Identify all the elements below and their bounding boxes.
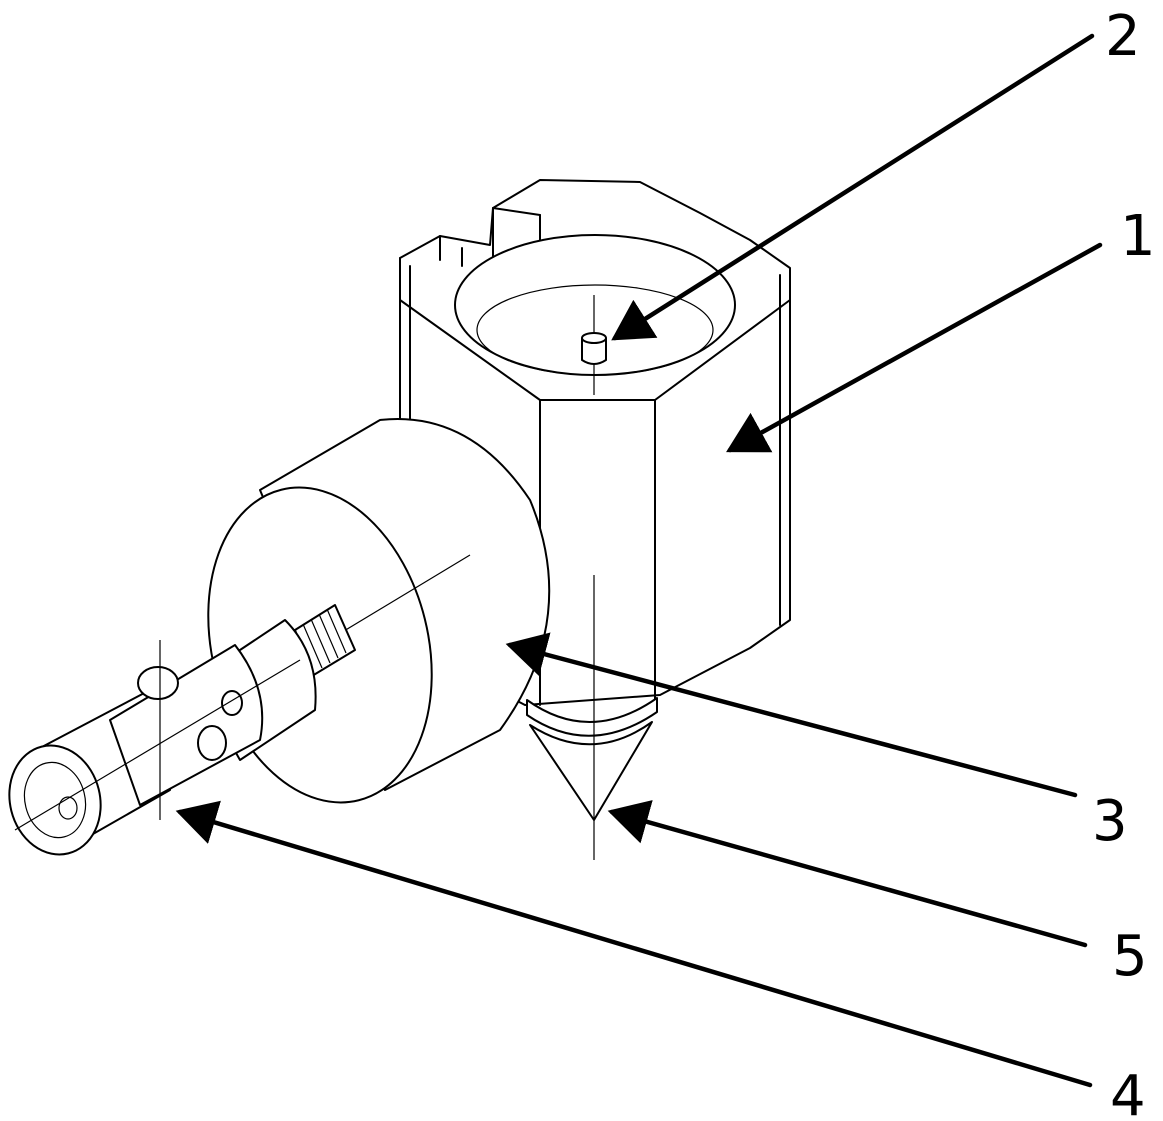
callout-5: 5 — [1112, 924, 1148, 989]
callout-2: 2 — [1105, 4, 1141, 69]
callout-1: 1 — [1120, 204, 1156, 269]
callout-4: 4 — [1110, 1064, 1146, 1121]
leader-line-2 — [615, 36, 1092, 338]
leader-line-4 — [180, 812, 1090, 1085]
callout-3: 3 — [1092, 789, 1128, 854]
leader-line-5 — [612, 812, 1085, 945]
pin — [582, 333, 606, 364]
